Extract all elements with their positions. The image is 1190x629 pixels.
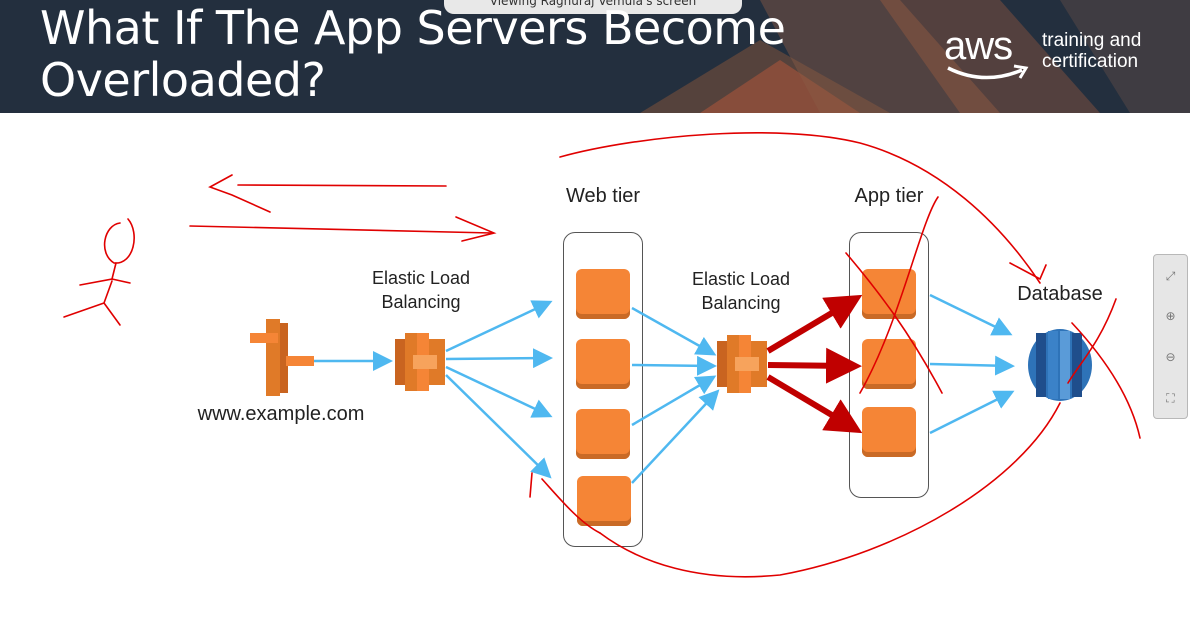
slide-header: Viewing Raghuraj Vemula's screen What If… [0,0,1190,113]
web-server [576,409,630,459]
client-icon [250,319,314,396]
slide-title-line1: What If The App Servers Become [40,1,786,55]
tagline-line1: training and [1042,30,1142,51]
aws-logo: aws [944,26,1034,84]
slide-title: What If The App Servers Become Overloade… [40,1,786,107]
expand-icon[interactable]: ⤢ [1165,269,1176,283]
load-balancer-icon [395,333,445,391]
training-certification-text: training and certification [1042,30,1141,72]
elb1-label-line2: Balancing [381,292,461,312]
header-decoration [640,0,1190,113]
app-server [862,339,916,389]
elb1-label-line1: Elastic Load [371,268,471,288]
web-server [576,269,630,319]
red-annotations [63,132,1141,578]
screen-share-banner: Viewing Raghuraj Vemula's screen [444,0,742,14]
architecture-diagram: www.example.com Elastic Load Balancing W… [0,113,1190,629]
web-tier-label: Web tier [565,185,641,207]
app-server [862,407,916,457]
diagram-graphics [63,132,1141,578]
aws-smile-icon [947,64,1029,80]
elb1-label: Elastic Load Balancing [350,266,492,314]
zoom-in-icon[interactable]: ⊕ [1165,309,1176,323]
elb2-label-line2: Balancing [701,293,781,313]
database-label: Database [1017,283,1103,305]
database-icon [1028,329,1092,401]
zoom-out-icon[interactable]: ⊖ [1165,350,1176,364]
zoom-panel: ⤢ ⊕ ⊖ ⛶ [1153,254,1188,419]
elb2-label-line1: Elastic Load [691,269,791,289]
tagline-line2: certification [1042,51,1139,72]
aws-logo-word: aws [944,24,1013,68]
elb2-label: Elastic Load Balancing [670,267,812,315]
load-balancer-icon [717,335,767,393]
web-server [577,476,631,526]
client-label: www.example.com [197,403,365,425]
slide-title-line2: Overloaded? [40,53,326,107]
app-tier-label: App tier [854,185,924,207]
fit-icon[interactable]: ⛶ [1166,391,1175,405]
web-server [576,339,630,389]
